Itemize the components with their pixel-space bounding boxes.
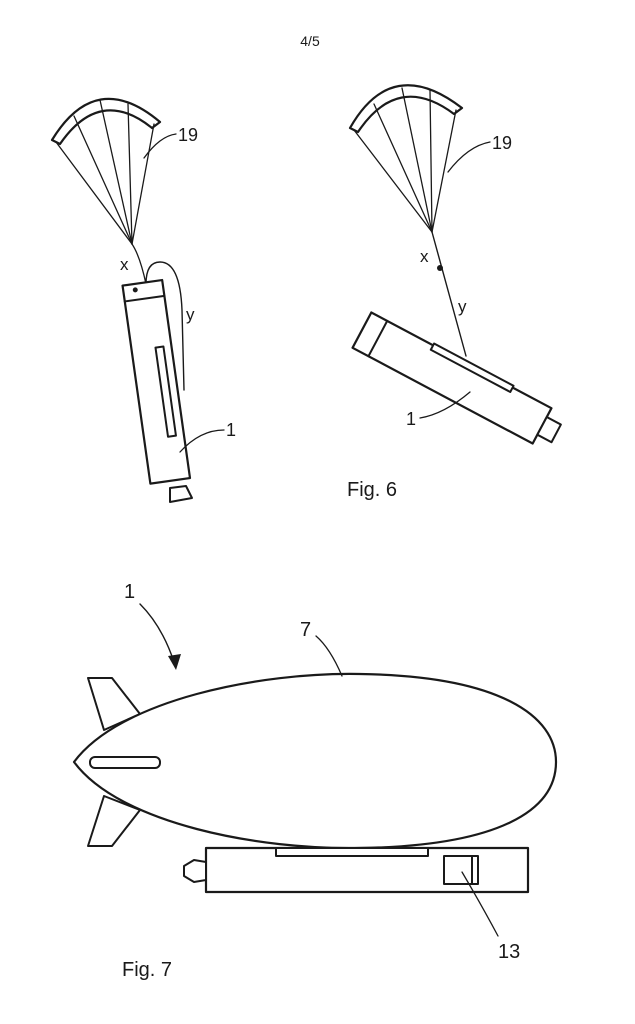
fig6-left-parachute-canopy	[50, 97, 162, 146]
fig6-left-attach-point	[132, 287, 138, 293]
fig6-left-drawing: 19 x y 1	[50, 97, 236, 503]
fig6-right-x-label: x	[420, 247, 429, 266]
fig7-envelope-leader	[315, 635, 343, 677]
page-number: 4/5	[300, 33, 320, 49]
fig6-right-y-label: y	[458, 297, 467, 316]
fig6-caption: Fig. 6	[347, 479, 397, 501]
fig6-right-body-label: 1	[406, 409, 416, 429]
fig6-right-parachute-lines	[353, 87, 457, 233]
fig6-left-nozzle	[169, 485, 193, 503]
fig6-left-body-label: 1	[226, 420, 236, 440]
fig6-left-parachute-label: 19	[178, 125, 198, 145]
fig6-left-y-label: y	[186, 305, 195, 324]
fig6-right-body	[351, 311, 562, 445]
fig7-drawing: 1 7 13	[72, 581, 558, 963]
fig7-vehicle-label: 1	[124, 581, 135, 603]
fig7-vehicle-arrow	[139, 603, 175, 663]
fig6-right-tether-joint	[437, 265, 443, 271]
fig6-right-parachute-leader	[447, 141, 491, 173]
fig6-left-body-leader	[179, 429, 225, 453]
fig7-engine	[183, 859, 207, 883]
fig7-envelope-slot	[89, 756, 161, 769]
fig6-left-tether	[131, 243, 147, 285]
fig7-envelope-label: 7	[300, 619, 311, 641]
fig6-left-parachute-lines	[55, 99, 155, 245]
fig6-right-body-leader	[419, 391, 471, 419]
fig6-left-body	[121, 278, 192, 485]
fig6-left-tether-loop	[145, 261, 185, 391]
fig7-vehicle-arrowhead	[168, 654, 181, 670]
fig6-right-parachute-label: 19	[492, 133, 512, 153]
fig7-compartment-label: 13	[498, 941, 520, 963]
fig7-envelope	[72, 672, 558, 850]
fig7-gondola-mount	[275, 847, 429, 857]
fig6-left-x-label: x	[120, 255, 129, 274]
fig6-right-tether	[431, 231, 467, 357]
fig6-right-drawing: 19 x y 1	[348, 84, 562, 445]
fig6-right-parachute-canopy	[348, 84, 464, 134]
fig7-caption: Fig. 7	[122, 959, 172, 981]
fig6-left-parachute-leader	[143, 133, 177, 159]
fig7-compartment-leader	[461, 871, 499, 937]
